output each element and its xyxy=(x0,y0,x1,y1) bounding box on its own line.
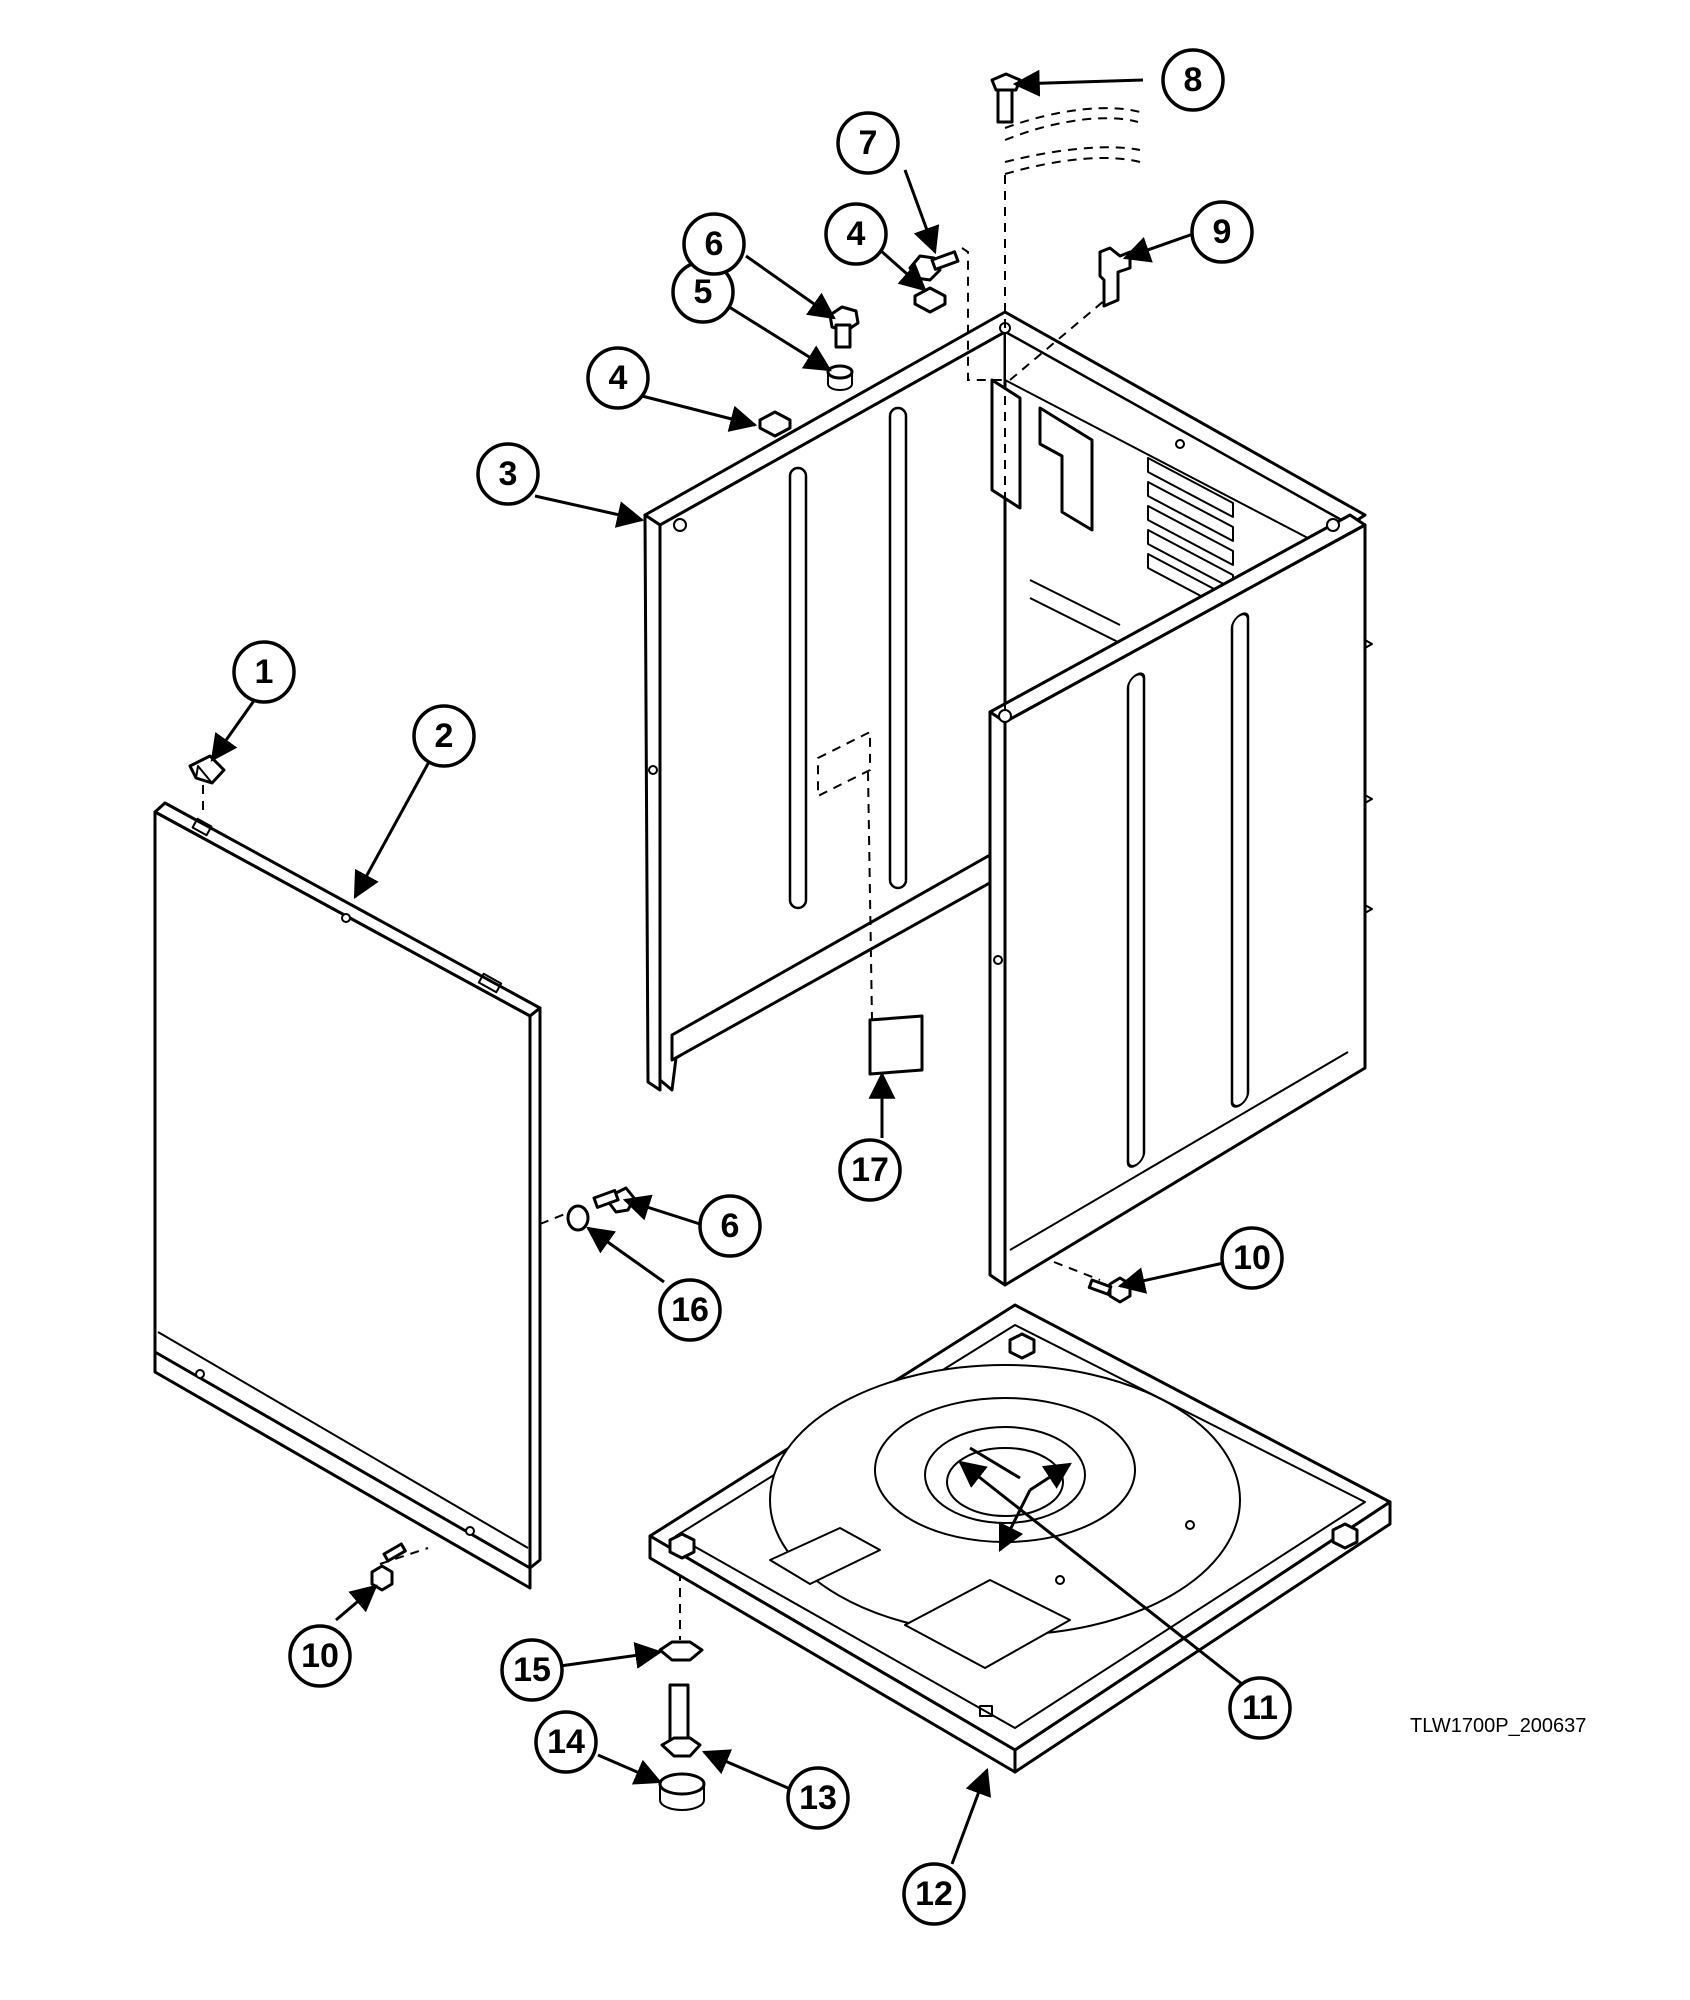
leader-lines xyxy=(210,69,1243,1865)
callout-6b: 6 xyxy=(698,1194,762,1258)
front-panel xyxy=(153,801,542,1590)
callout-12-label: 12 xyxy=(915,1875,953,1913)
callout-14: 14 xyxy=(534,1710,598,1774)
callout-6a: 6 xyxy=(682,212,746,276)
callout-12: 12 xyxy=(902,1862,966,1926)
callout-11: 11 xyxy=(1228,1676,1292,1740)
callout-8: 8 xyxy=(1161,48,1225,112)
callout-3-label: 3 xyxy=(499,455,518,493)
callout-1: 1 xyxy=(232,640,296,704)
callout-2-label: 2 xyxy=(435,717,454,755)
callout-3: 3 xyxy=(476,442,540,506)
callout-9-label: 9 xyxy=(1213,213,1232,251)
callout-14-label: 14 xyxy=(547,1723,585,1761)
callout-6a-label: 6 xyxy=(705,225,724,263)
callout-10b: 10 xyxy=(1220,1226,1284,1290)
callout-4a-label: 4 xyxy=(609,359,628,397)
callout-10b-label: 10 xyxy=(1233,1239,1271,1277)
callout-10a-label: 10 xyxy=(301,1637,339,1675)
drawing-code: TLW1700P_200637 xyxy=(1410,1715,1586,1737)
callout-1-label: 1 xyxy=(255,653,274,691)
callout-7-label: 7 xyxy=(859,124,878,162)
callout-4a: 4 xyxy=(586,346,650,410)
callout-16-label: 16 xyxy=(671,1291,709,1329)
screw-axis-10b xyxy=(1053,1261,1101,1281)
callout-8-label: 8 xyxy=(1184,61,1203,99)
callout-13-label: 13 xyxy=(799,1779,837,1817)
callout-11-label: 11 xyxy=(1242,1689,1278,1727)
callout-15: 15 xyxy=(500,1638,564,1702)
callout-7: 7 xyxy=(836,111,900,175)
callout-9: 9 xyxy=(1190,200,1254,264)
cabinet xyxy=(643,310,1373,1287)
callout-4b: 4 xyxy=(824,202,888,266)
callout-16: 16 xyxy=(658,1278,722,1342)
hose-outline xyxy=(1004,107,1141,175)
screw-axis-6b xyxy=(539,1211,571,1225)
callout-4b-label: 4 xyxy=(847,215,866,253)
callout-17: 17 xyxy=(838,1138,902,1202)
callout-13: 13 xyxy=(786,1766,850,1830)
callout-17-label: 17 xyxy=(851,1151,889,1189)
callout-5-label: 5 xyxy=(694,273,713,311)
panel-clip xyxy=(188,754,226,815)
callout-6b-label: 6 xyxy=(721,1207,740,1245)
base-corner-nut xyxy=(1008,1332,1036,1360)
screw-axis-7 xyxy=(961,247,1005,381)
callout-15-label: 15 xyxy=(513,1651,551,1689)
callout-2: 2 xyxy=(412,704,476,768)
bracket-axis-9 xyxy=(1009,299,1106,381)
callout-10a: 10 xyxy=(288,1624,352,1688)
leveling-leg xyxy=(658,1640,706,1811)
label-sticker xyxy=(817,730,924,1076)
